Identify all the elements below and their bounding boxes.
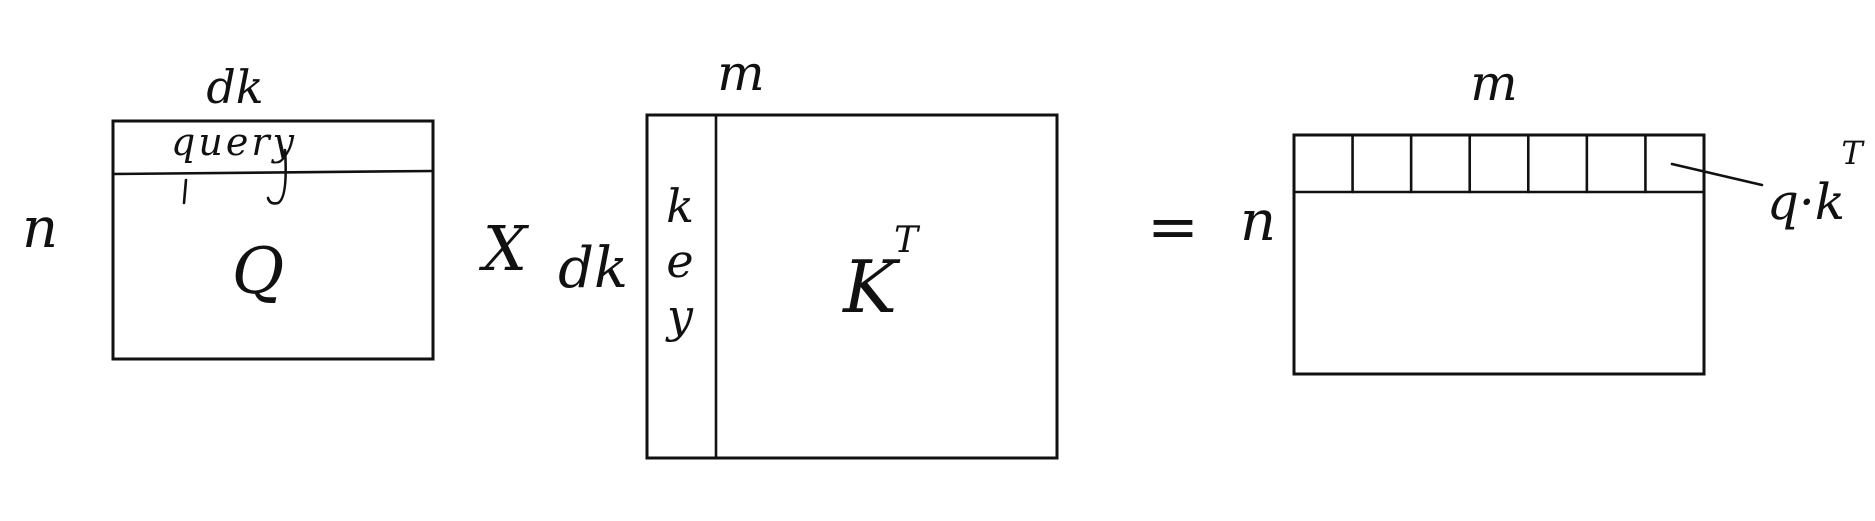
k-matrix-label: K bbox=[841, 245, 901, 329]
key-letter: e bbox=[666, 234, 693, 288]
result-cols-label: m bbox=[1470, 54, 1517, 112]
k-matrix-box bbox=[645, 113, 1059, 460]
q-cols-label: dk bbox=[206, 60, 263, 114]
key-letter: k bbox=[666, 179, 694, 233]
query-descender-y bbox=[266, 148, 287, 205]
key-letter: y bbox=[665, 289, 694, 343]
result-matrix: m n q·k T bbox=[1240, 54, 1865, 376]
q-rows-label: n bbox=[22, 196, 58, 261]
result-rows-label: n bbox=[1240, 189, 1276, 254]
result-first-row-cells bbox=[1351, 133, 1647, 194]
callout-superscript: T bbox=[1841, 134, 1865, 172]
times-operator: X bbox=[479, 212, 530, 285]
k-cols-label: m bbox=[717, 44, 764, 102]
q-matrix-box bbox=[111, 119, 435, 361]
query-descender-q bbox=[182, 178, 188, 205]
k-transpose-superscript: T bbox=[894, 220, 921, 261]
query-row-divider bbox=[111, 169, 435, 176]
q-matrix-label: Q bbox=[232, 235, 284, 309]
result-matrix-box bbox=[1292, 133, 1706, 376]
k-rows-label: dk bbox=[558, 236, 628, 301]
query-row-label: query bbox=[171, 120, 297, 164]
callout-label: q·k bbox=[1767, 173, 1845, 231]
equals-operator: = bbox=[1147, 190, 1199, 263]
q-matrix: dk query Q n bbox=[22, 60, 435, 361]
callout-leader-line bbox=[1670, 162, 1764, 187]
